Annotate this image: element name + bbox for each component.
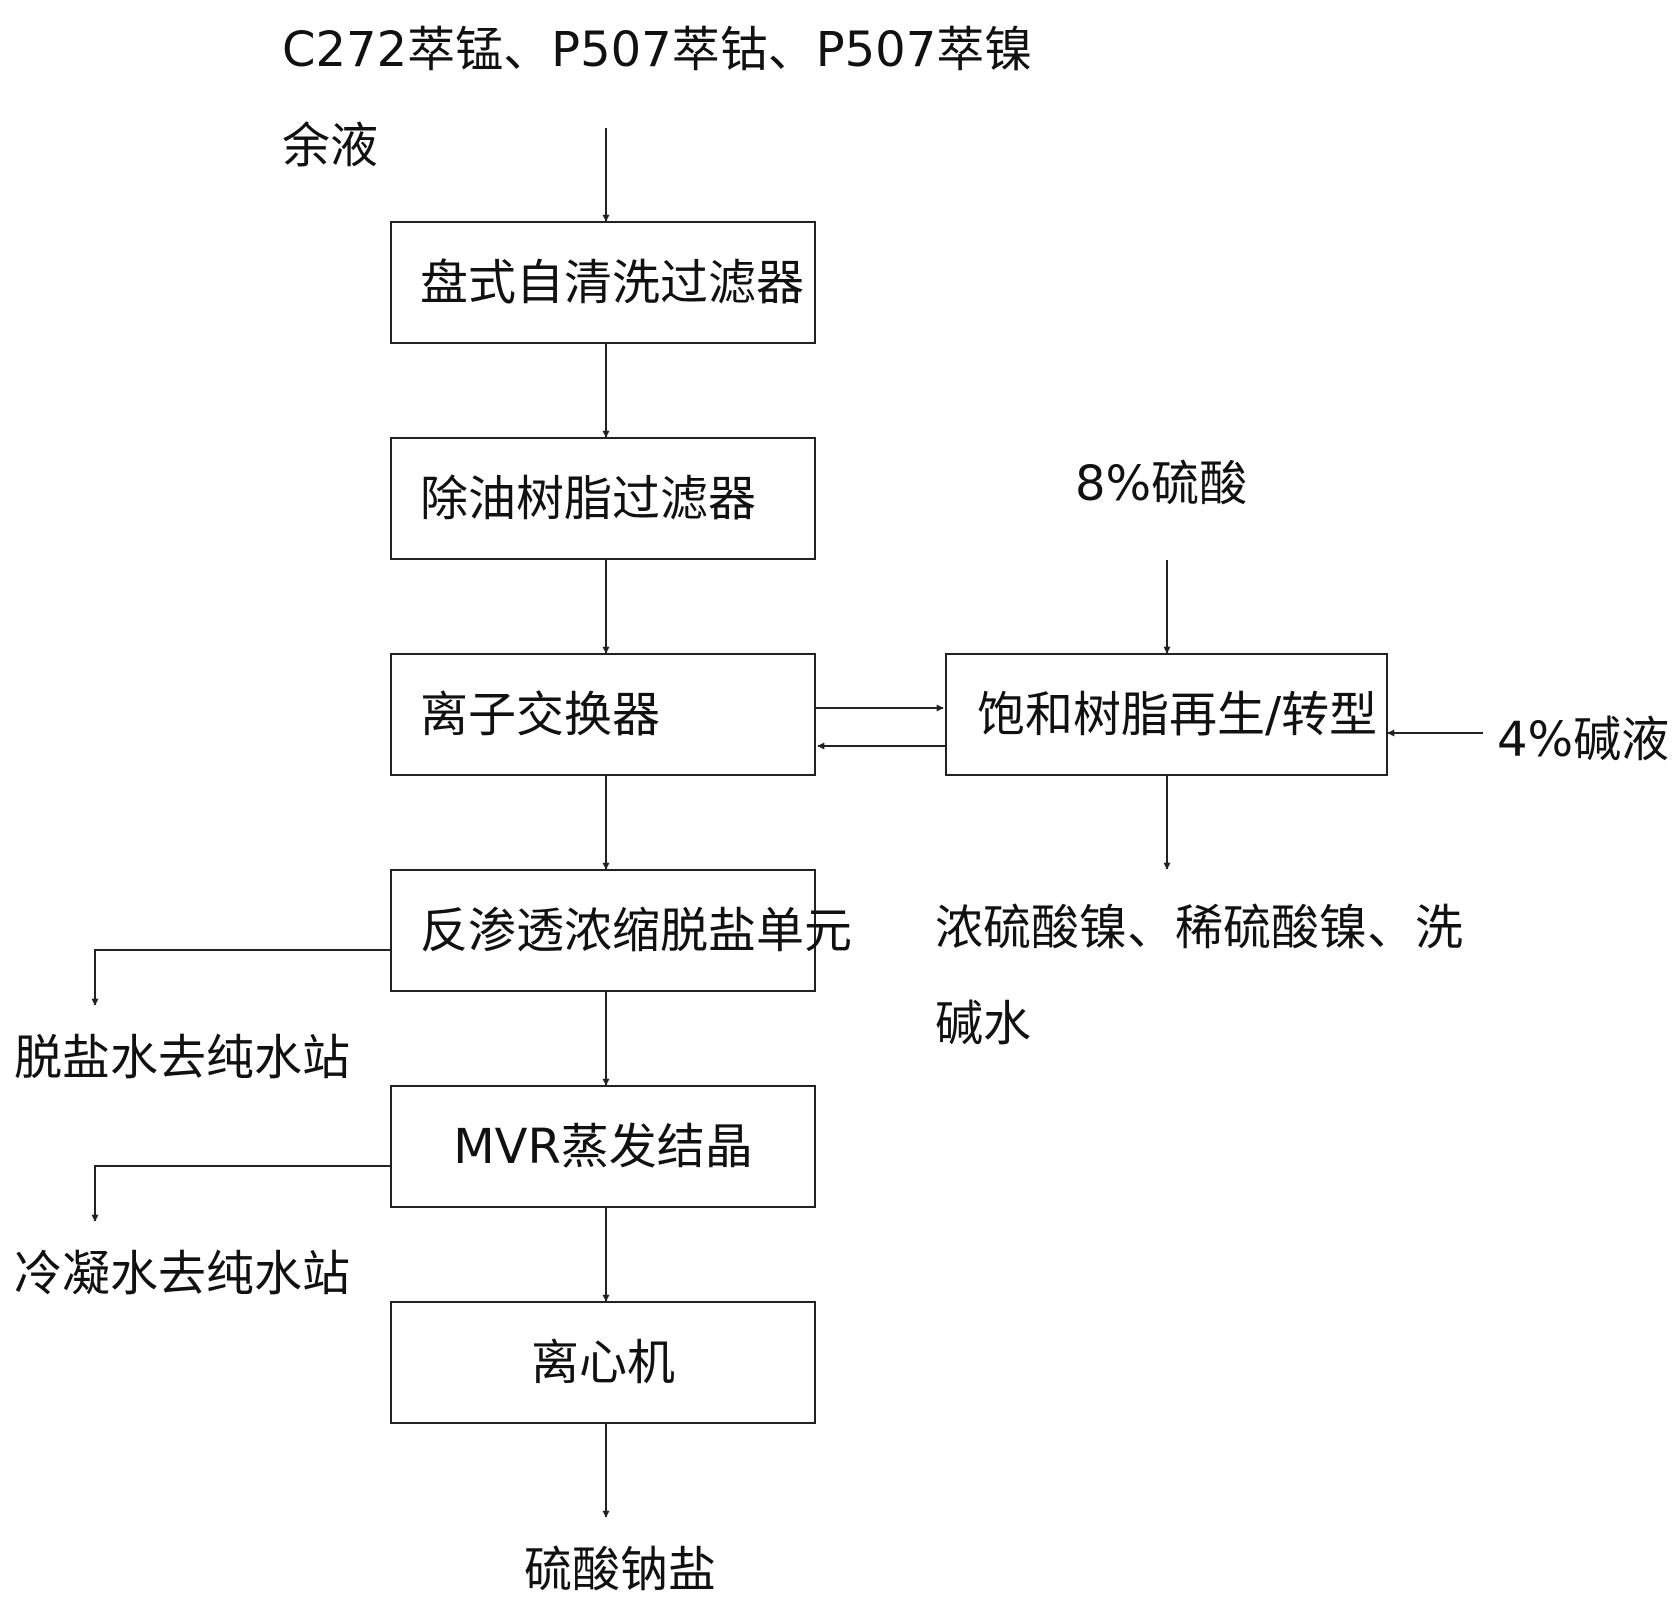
regen-output-line2: 碱水 (935, 996, 1032, 1052)
desalted-water-label: 脱盐水去纯水站 (14, 1030, 351, 1086)
disc-filter-box: 盘式自清洗过滤器 (390, 221, 816, 344)
ro-unit-box: 反渗透浓缩脱盐单元 (390, 869, 852, 992)
alkali-input-label: 4%碱液 (1497, 712, 1670, 768)
product-label: 硫酸钠盐 (524, 1542, 717, 1598)
mvr-box: MVR蒸发结晶 (390, 1085, 816, 1208)
oil-resin-filter-label: 除油树脂过滤器 (420, 470, 757, 527)
centrifuge-label: 离心机 (530, 1334, 675, 1391)
ion-exchanger-label: 离子交换器 (420, 686, 661, 743)
acid-input-label: 8%硫酸 (1075, 456, 1248, 512)
ion-exchanger-box: 离子交换器 (390, 653, 816, 776)
feed-label-line2: 余液 (282, 118, 379, 174)
resin-regeneration-label: 饱和树脂再生/转型 (977, 686, 1378, 743)
arrow-mvr-to-condensate (91, 1165, 390, 1222)
condensate-label: 冷凝水去纯水站 (14, 1246, 351, 1302)
regen-output-line1: 浓硫酸镍、稀硫酸镍、洗 (935, 900, 1464, 956)
resin-regeneration-box: 饱和树脂再生/转型 (945, 653, 1388, 776)
arrow-ro-to-desalted-water (91, 949, 390, 1006)
disc-filter-label: 盘式自清洗过滤器 (420, 254, 805, 311)
centrifuge-box: 离心机 (390, 1301, 816, 1424)
mvr-label: MVR蒸发结晶 (453, 1118, 753, 1175)
oil-resin-filter-box: 除油树脂过滤器 (390, 437, 816, 560)
feed-label-line1: C272萃锰、P507萃钴、P507萃镍 (282, 22, 1033, 78)
ro-unit-label: 反渗透浓缩脱盐单元 (420, 902, 853, 959)
